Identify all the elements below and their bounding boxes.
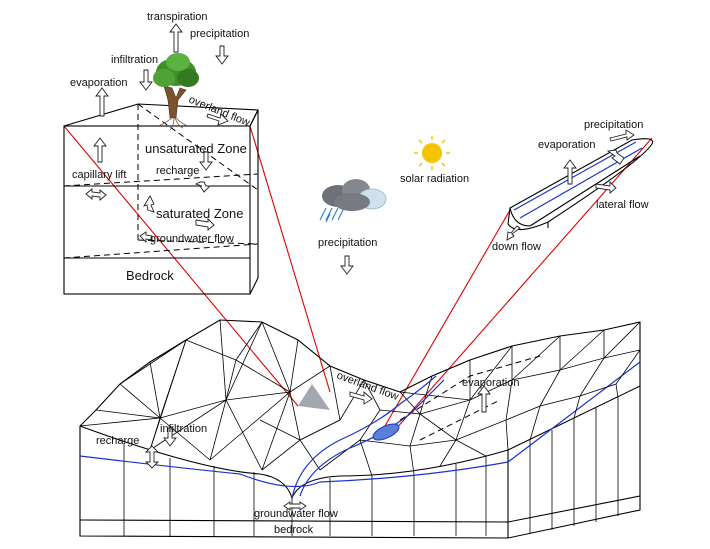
arrow-icon bbox=[595, 180, 617, 194]
lateral-flow-label: lateral flow bbox=[596, 199, 649, 211]
arrow-icon bbox=[349, 391, 373, 405]
arrow-icon bbox=[609, 129, 635, 142]
arrow-icon bbox=[144, 445, 160, 469]
arrow-icon bbox=[194, 181, 212, 193]
arrow-icon bbox=[95, 87, 109, 117]
groundwater-flow-label: groundwater flow bbox=[150, 233, 234, 245]
soil-column-arrows bbox=[85, 23, 229, 244]
terrain-groundwater-flow-label: groundwater flow bbox=[254, 508, 338, 520]
transpiration-label: transpiration bbox=[147, 11, 208, 23]
channel-evaporation-label: evaporation bbox=[538, 139, 596, 151]
terrain-evaporation-label: evaporation bbox=[462, 377, 520, 389]
channel-segment bbox=[506, 129, 654, 241]
terrain-block bbox=[79, 319, 641, 539]
arrow-icon bbox=[195, 217, 215, 231]
arrow-icon bbox=[93, 137, 107, 163]
bedrock-label: Bedrock bbox=[126, 268, 174, 283]
arrow-icon bbox=[139, 69, 153, 91]
arrow-icon bbox=[283, 501, 307, 511]
arrow-icon bbox=[215, 45, 229, 65]
terrain-infiltration-label: infiltration bbox=[160, 423, 207, 435]
arrow-icon bbox=[563, 159, 577, 185]
solar-radiation-label: solar radiation bbox=[400, 173, 469, 185]
recharge-label: recharge bbox=[156, 165, 199, 177]
terrain-recharge-label: recharge bbox=[96, 435, 139, 447]
arrow-icon bbox=[169, 23, 183, 53]
sun-icon bbox=[414, 136, 450, 170]
soil-column-block bbox=[63, 103, 259, 295]
arrow-icon bbox=[506, 225, 521, 241]
arrow-icon bbox=[85, 188, 107, 201]
infiltration-label: infiltration bbox=[111, 54, 158, 66]
arrow-icon bbox=[206, 113, 229, 126]
saturated-zone-label: saturated Zone bbox=[156, 206, 243, 221]
highlighted-mesh-cell bbox=[298, 384, 330, 410]
precipitation-label: precipitation bbox=[190, 28, 249, 40]
arrow-icon bbox=[477, 385, 491, 413]
tree-icon bbox=[153, 53, 199, 131]
down-flow-label: down flow bbox=[492, 241, 541, 253]
channel-labels: precipitation evaporation lateral flow d… bbox=[492, 119, 649, 253]
arrow-icon bbox=[142, 195, 155, 213]
capillary-lift-label: capillary lift bbox=[72, 169, 126, 181]
arrow-icon bbox=[139, 231, 153, 244]
arrow-icon bbox=[199, 151, 213, 171]
arrow-icon bbox=[340, 255, 354, 275]
arrow-icon bbox=[163, 427, 177, 447]
evaporation-label: evaporation bbox=[70, 77, 128, 89]
terrain-bedrock-label: bedrock bbox=[274, 524, 314, 536]
arrow-icon bbox=[606, 149, 625, 165]
rain-cloud-icon bbox=[319, 179, 387, 223]
unsaturated-zone-label: unsaturated Zone bbox=[145, 141, 247, 156]
channel-precipitation-label: precipitation bbox=[584, 119, 643, 131]
atmosphere-precipitation-label: precipitation bbox=[318, 237, 377, 249]
